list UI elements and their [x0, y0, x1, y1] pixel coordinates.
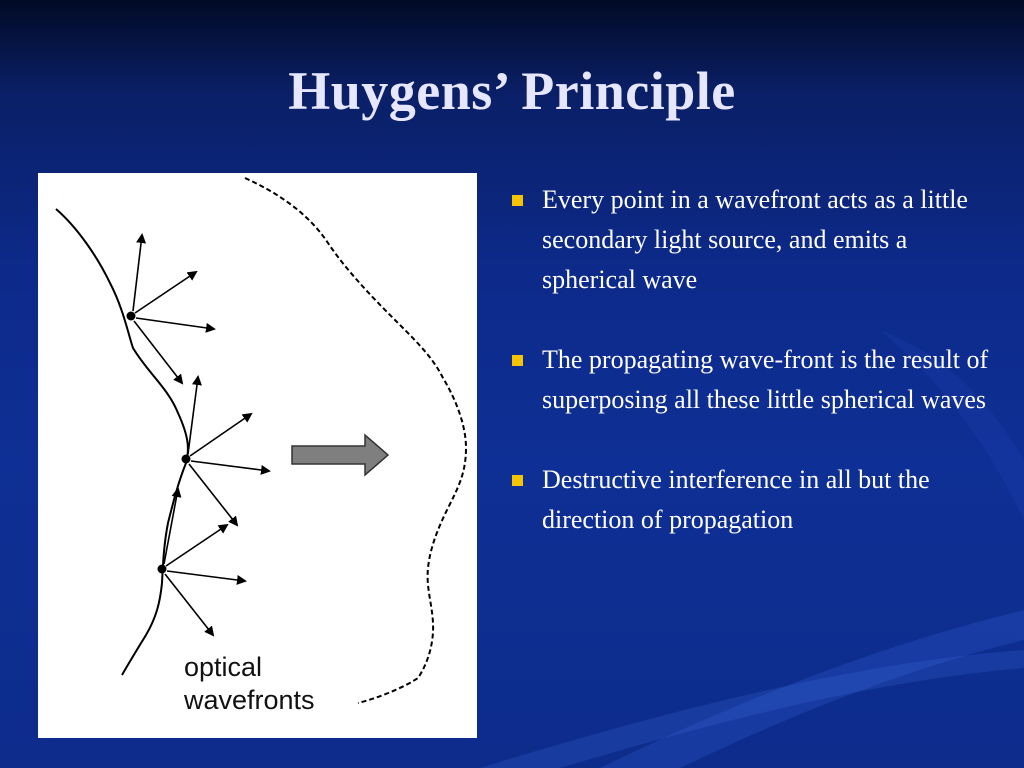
wavefront-svg	[55, 177, 468, 704]
figure-label-line1: optical	[184, 652, 263, 682]
source-point-1	[126, 311, 136, 321]
bullet-item: The propagating wave-front is the result…	[510, 340, 990, 420]
bullet-item: Every point in a wavefront acts as a lit…	[510, 180, 990, 300]
square-bullet-icon	[512, 475, 523, 486]
propagation-arrow	[291, 433, 390, 477]
wavefront-curve-right	[244, 177, 468, 704]
bullet-list: Every point in a wavefront acts as a lit…	[510, 180, 990, 580]
wavefront-curve-left	[55, 208, 189, 676]
bullet-text: Destructive interference in all but the …	[542, 465, 930, 534]
wavefront-diagram: optical wavefronts	[38, 173, 477, 738]
source-point-3	[157, 564, 167, 574]
square-bullet-icon	[512, 195, 523, 206]
bullet-text: Every point in a wavefront acts as a lit…	[542, 185, 968, 294]
figure-label: optical wavefronts	[184, 651, 315, 717]
figure-label-line2: wavefronts	[184, 685, 315, 715]
square-bullet-icon	[512, 355, 523, 366]
slide-title: Huygens’ Principle	[288, 61, 736, 121]
secondary-wave-arrows-1	[132, 233, 216, 385]
source-point-2	[181, 454, 191, 464]
bullet-item: Destructive interference in all but the …	[510, 460, 990, 540]
secondary-wave-arrows-3	[163, 487, 247, 637]
secondary-wave-arrows-2	[187, 375, 271, 527]
bullet-text: The propagating wave-front is the result…	[542, 345, 989, 414]
